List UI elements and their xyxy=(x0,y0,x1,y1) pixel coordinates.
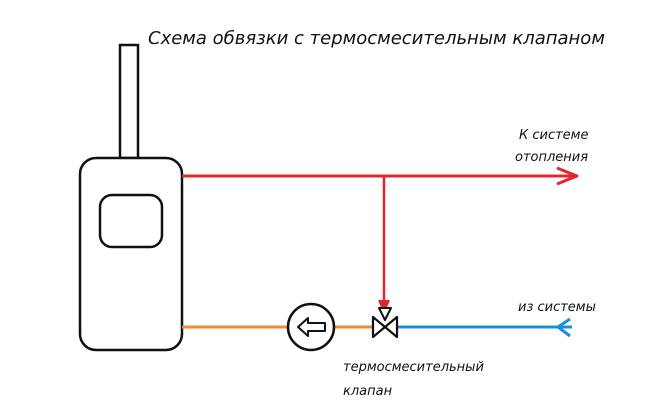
return-arrow-icon xyxy=(556,317,571,338)
from-system-label: из системы xyxy=(518,300,596,315)
boiler-display-window xyxy=(98,193,164,249)
to-system-label-line2: отопления xyxy=(515,150,588,165)
to-system-label-line1: К системе xyxy=(519,128,588,143)
valve-label-line1: термосмесительный xyxy=(343,360,484,375)
valve-label-line2: клапан xyxy=(343,384,393,399)
diagram-title: Схема обвязки с термосмесительным клапан… xyxy=(148,28,605,49)
supply-arrow-icon xyxy=(556,166,579,186)
chimney xyxy=(118,43,140,160)
mixing-valve-icon xyxy=(371,307,399,339)
pump-icon xyxy=(286,302,336,352)
boiler xyxy=(78,156,184,352)
